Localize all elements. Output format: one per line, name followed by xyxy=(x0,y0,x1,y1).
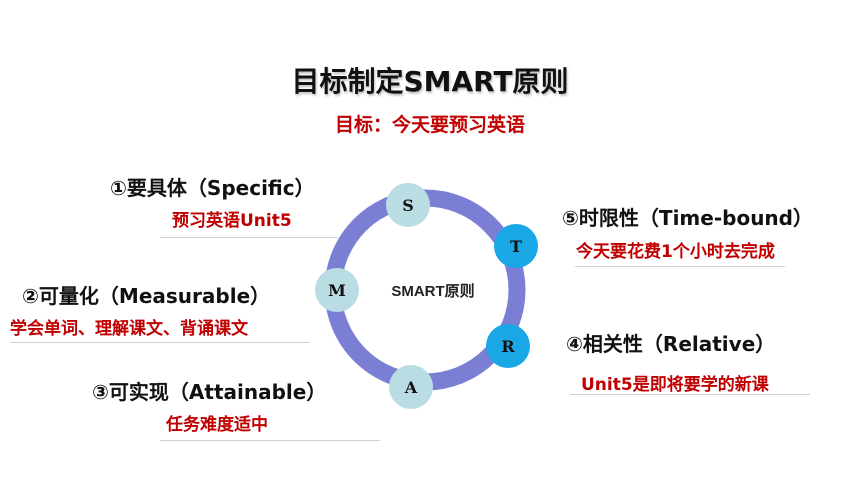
node-m-letter: M xyxy=(328,281,346,300)
center-label: SMART原则 xyxy=(391,282,474,300)
measurable-underline xyxy=(10,342,310,343)
page-title: 目标制定SMART原则 xyxy=(291,65,569,98)
specific-underline xyxy=(160,237,338,238)
node-t: T xyxy=(494,224,538,268)
time-bound-heading: ⑤时限性（Time-bound） xyxy=(562,206,813,230)
node-a: A xyxy=(389,365,433,409)
attainable-underline xyxy=(160,440,380,441)
specific-heading: ①要具体（Specific） xyxy=(110,176,315,200)
measurable-detail: 学会单词、理解课文、背诵课文 xyxy=(10,319,248,339)
relative-heading: ④相关性（Relative） xyxy=(566,332,776,356)
attainable-heading: ③可实现（Attainable） xyxy=(92,380,327,404)
node-t-letter: T xyxy=(510,237,522,256)
node-s: S xyxy=(386,183,430,227)
relative-underline xyxy=(570,394,810,395)
node-m: M xyxy=(315,268,359,312)
goal-subtitle: 目标：今天要预习英语 xyxy=(334,114,525,136)
relative-detail: Unit5是即将要学的新课 xyxy=(581,375,769,395)
node-r-letter: R xyxy=(501,337,515,356)
time-bound-detail: 今天要花费1个小时去完成 xyxy=(576,242,775,262)
measurable-heading: ②可量化（Measurable） xyxy=(22,284,271,308)
node-s-letter: S xyxy=(402,196,414,215)
time-bound-underline xyxy=(575,266,785,267)
attainable-detail: 任务难度适中 xyxy=(166,415,268,435)
node-r: R xyxy=(486,324,530,368)
specific-detail: 预习英语Unit5 xyxy=(172,211,292,231)
node-a-letter: A xyxy=(404,378,418,397)
